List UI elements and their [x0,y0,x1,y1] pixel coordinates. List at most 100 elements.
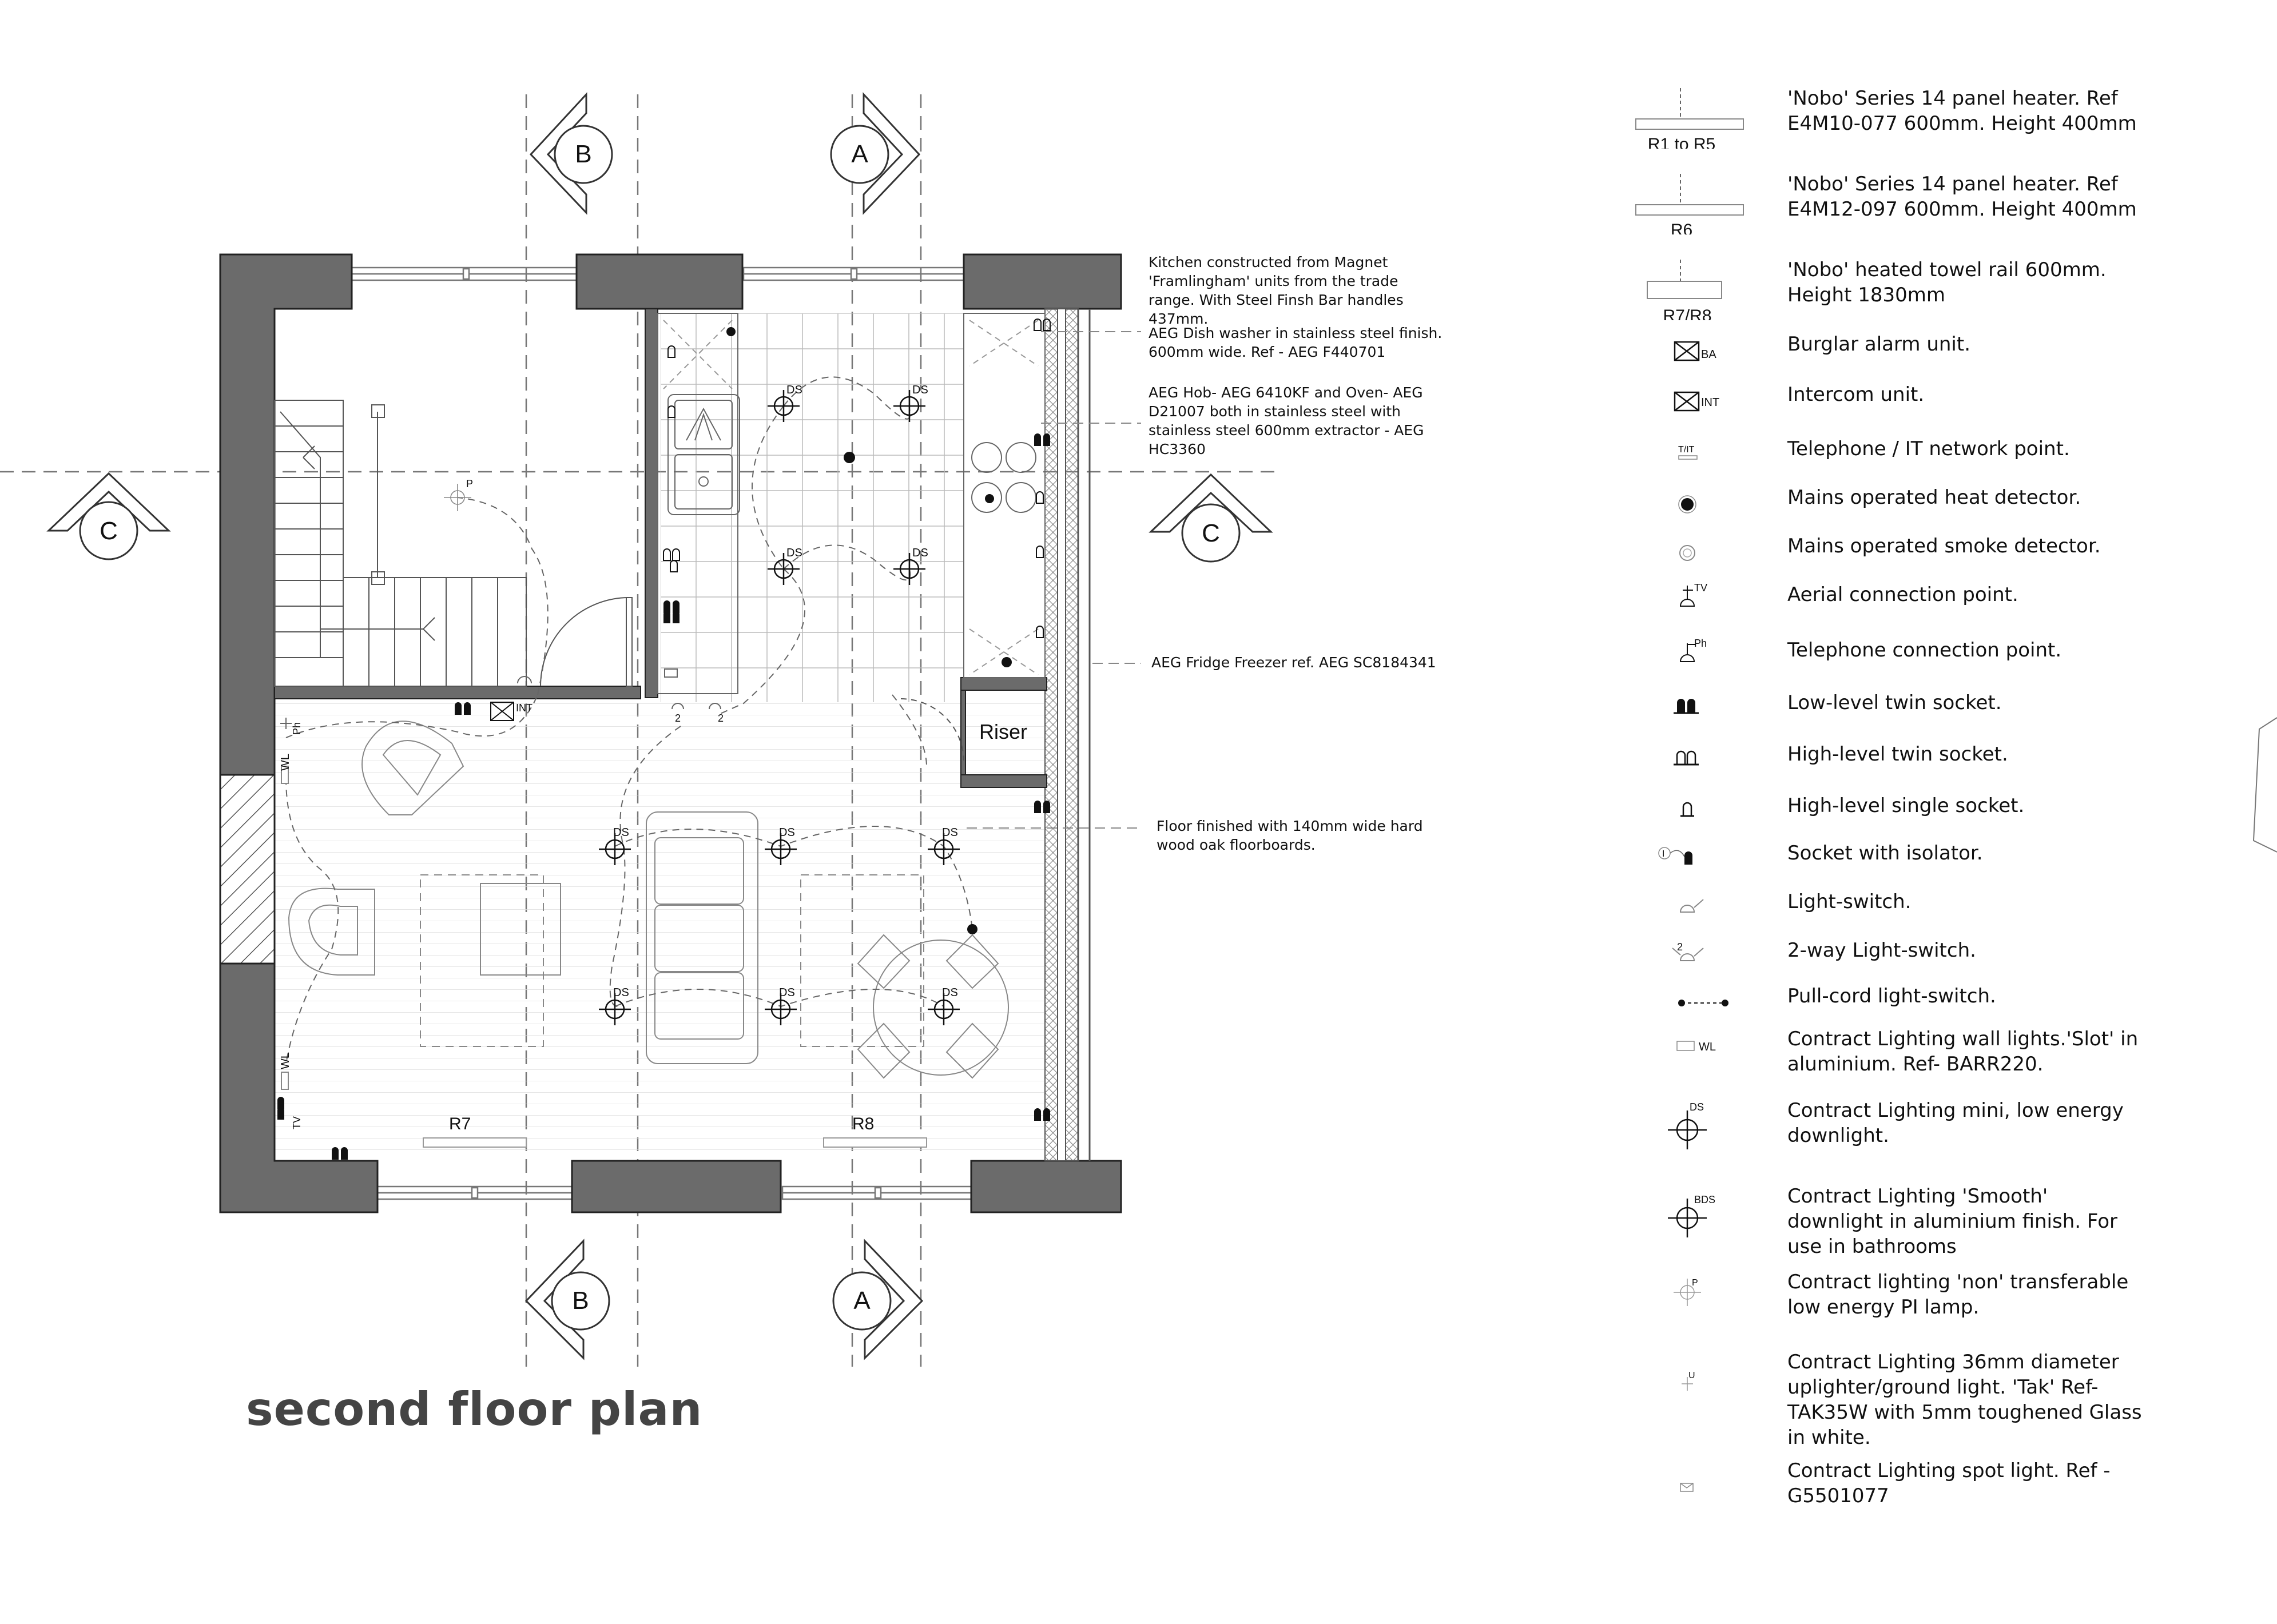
spot-light-icon [1680,1483,1694,1492]
legend-description: Contract Lighting 36mm diameter uplighte… [1787,1351,2142,1449]
note-hob: AEG Hob- AEG 6410KF and Oven- AEG D21007… [1149,384,1424,457]
living-furniture [288,721,1009,1079]
drawing-title: second floor plan [246,1383,703,1436]
legend-description: 2-way Light-switch. [1787,939,1976,962]
legend-description: Contract lighting 'non' transferable low… [1787,1271,2129,1319]
panel-heater-icon: R6 [1635,174,1744,234]
legend-symbol-label: P [1692,1278,1698,1288]
note-floor: Floor finished with 140mm wide hard wood… [1157,818,1423,853]
legend-symbol-label: U [1688,1371,1695,1380]
windows [351,266,972,1200]
two-way-label: 2 [718,713,724,724]
intercom-icon: INT [1674,391,1719,412]
downlights [444,390,960,1025]
section-label-c: C [100,517,118,545]
sink [667,394,740,515]
legend-symbol-label: INT [1701,396,1719,409]
wall-light-label: WL [279,754,292,771]
intercom-label: INT [516,702,533,714]
burglar-alarm-icon: BA [1674,341,1716,361]
pull-cord-icon [1678,1000,1728,1006]
smoke-detector-icon [1679,545,1695,561]
wall-light-icon: WL [1676,1041,1716,1053]
legend-description: Mains operated smoke detector. [1787,535,2101,558]
note-fridge: AEG Fridge Freezer ref. AEG SC8184341 [1151,654,1436,671]
intercom-plan [490,702,514,721]
legend-description: High-level twin socket. [1787,743,2008,766]
legend-description: Light-switch. [1787,890,1912,913]
legend-symbol-label: R6 [1671,221,1692,234]
hatched-wall-section [219,774,276,965]
sofa [646,811,758,1064]
legend-description: 'Nobo' Series 14 panel heater. Ref E4M10… [1787,87,2137,135]
legend-description: Burglar alarm unit. [1787,333,1971,356]
telephone-it-icon: T/IT [1678,445,1698,460]
legend-description: Contract Lighting wall lights.'Slot' in … [1787,1028,2139,1076]
wiring [285,376,973,1064]
legend-symbol-label: BDS [1694,1194,1715,1205]
towel-rail-r7: R7 [449,1114,471,1133]
section-label-b: B [575,140,591,168]
legend-symbol-label: R1 to R5 [1648,135,1715,149]
kitchen-floor-tiles [661,313,964,702]
ds-label: DS [613,826,629,839]
towel-rail-r8: R8 [852,1114,874,1133]
high-single-socket-icon [1680,802,1694,817]
ds-label: DS [786,384,802,396]
ds-label: DS [912,547,928,559]
high-sockets [663,319,1051,638]
page-edge-bracket [2252,717,2277,853]
ds-label: DS [912,384,928,396]
note-dishwasher: AEG Dish washer in stainless steel finis… [1149,325,1443,360]
telephone-point-icon: Ph [1679,638,1707,662]
downlight-icon: DS [1668,1101,1707,1149]
section-marker-b-top [529,92,613,215]
downlight-labels: DS DS DS DS DS DS DS DS DS DS P [466,384,958,999]
ds-label: DS [779,826,795,839]
door [540,597,964,761]
section-label-a: A [853,1287,871,1315]
legend-symbol-label: R7/R8 [1663,307,1711,320]
ds-label: DS [942,826,958,839]
switches [280,668,721,729]
sockets [277,433,1050,1160]
legend-description: Mains operated heat detector. [1787,486,2081,509]
room-riser: Riser [979,720,1027,743]
pl-lamp-label: P [466,478,473,489]
ds-label: DS [942,986,958,999]
bath-downlight-icon: BDS [1668,1194,1715,1237]
aerial-point-icon: TV [1679,582,1707,607]
hob [971,442,1036,513]
pl-lamp-icon: P [1674,1278,1701,1306]
section-label-c: C [1202,519,1220,547]
high-twin-socket-icon [1674,750,1699,766]
towel-rails [423,1137,927,1148]
living-floor-boards [275,703,1044,1161]
socket-isolator-icon: I [1658,847,1692,865]
note-kitchen: Kitchen constructed from Magnet 'Framlin… [1149,254,1404,327]
legend-symbol-label: T/IT [1678,445,1695,455]
party-wall [1044,308,1091,1161]
legend-description: Contract Lighting spot light. Ref - G550… [1787,1459,2111,1507]
light-switch-icon [1679,899,1704,913]
towel-rail-icon: R7/R8 [1647,260,1722,320]
panel-heater-icon: R1 to R5 [1635,88,1744,149]
legend-description: 'Nobo' Series 14 panel heater. Ref E4M12… [1787,173,2137,221]
legend-description: Telephone connection point. [1787,639,2062,662]
section-label-b: B [572,1287,589,1315]
legend-description: Intercom unit. [1787,383,1925,406]
wall-light-label: WL [279,1052,292,1069]
legend-symbol-label: 2 [1677,941,1683,953]
section-marker-a-bottom [832,1239,924,1360]
external-walls [219,253,1122,1213]
section-marker-a-top [830,92,921,215]
low-twin-socket-icon [1674,699,1699,714]
section-marker-c-right [1149,473,1273,563]
legend-description: Contract Lighting mini, low energy downl… [1787,1099,2124,1147]
symbol-legend: R1 to R5 'Nobo' Series 14 panel heater. R… [1613,74,2265,1538]
legend-description: 'Nobo' heated towel rail 600mm. Height 1… [1787,258,2107,307]
legend-description: High-level single socket. [1787,794,2025,817]
two-way-label: 2 [675,713,681,724]
ds-label: DS [786,547,802,559]
